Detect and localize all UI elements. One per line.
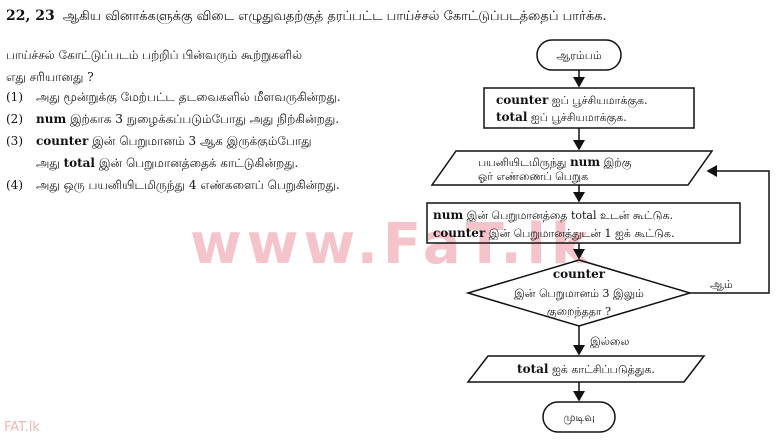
yes-label: ஆம் <box>710 278 733 291</box>
end-label: முடிவு <box>563 411 595 424</box>
watermark: www.FaT.lk <box>190 212 594 277</box>
end-terminator <box>542 401 616 433</box>
input-parallelogram <box>430 150 714 186</box>
option-3: (3) counter இன் பெறுமானம் 3 ஆக இருக்கும்ப… <box>6 134 312 150</box>
decision-line-1: counter <box>553 267 606 281</box>
option-number: (2) <box>6 112 23 126</box>
decision-line-2: இன் பெறுமானம் 3 இலும் <box>514 287 644 300</box>
no-label: இல்லை <box>590 335 629 348</box>
output-label: total ஐக் காட்சிப்படுத்துக. <box>517 362 655 376</box>
question-header: 22, 23 ஆகிய வினாக்களுக்கு விடை எழுதுவதற்க… <box>6 8 607 25</box>
option-text: இன் பெறுமானம் 3 ஆக இருக்கும்போது <box>88 134 312 148</box>
option-number: (1) <box>6 90 23 104</box>
option-number: (3) <box>6 134 23 148</box>
process-line-1: num இன் பெறுமானத்தை total உடன் கூட்டுக. <box>433 208 673 222</box>
option-keyword: num <box>36 112 67 126</box>
option-text: அது மூன்றுக்கு மேற்பட்ட தடவைகளில் மீளவரு… <box>36 90 341 104</box>
option-3-continuation: அது total இன் பெறுமானத்தைக் காட்டுகின்றத… <box>36 156 298 172</box>
question-line-2: எது சரியானது ? <box>6 70 94 84</box>
decision-line-3: குறைந்ததா ? <box>547 305 611 320</box>
option-number: (4) <box>6 178 23 192</box>
option-2: (2) num இற்காக 3 நுழைக்கப்படும்போது அது ந… <box>6 112 339 128</box>
option-keyword: counter <box>36 134 89 148</box>
option-keyword: total <box>63 156 95 170</box>
option-text: அது ஒரு பயனியிடமிருந்து 4 எண்களைப் பெறுக… <box>36 178 340 192</box>
input-line-1: பயனியிடமிருந்து num இற்கு <box>478 155 632 171</box>
input-line-2: ஓர் எண்ணைப் பெறுக <box>478 170 588 183</box>
output-parallelogram <box>466 355 706 383</box>
question-number: 22, 23 <box>6 8 55 24</box>
corner-watermark: FAT.lk <box>4 420 40 435</box>
start-label: ஆரம்பம் <box>556 49 602 62</box>
yes-loop-arrow <box>690 165 770 294</box>
init-line-1: counter ஐப் பூச்சியமாக்குக. <box>496 93 648 109</box>
header-text: ஆகிய வினாக்களுக்கு விடை எழுதுவதற்குத் தர… <box>62 9 607 24</box>
question-stem: பாய்ச்சல் கோட்டுப்படம் பற்றிப் பின்வரும்… <box>6 44 406 88</box>
option-text: இன் பெறுமானத்தைக் காட்டுகின்றது. <box>95 156 299 170</box>
accumulate-process-box <box>426 202 741 244</box>
option-1: (1) அது மூன்றுக்கு மேற்பட்ட தடவைகளில் மீள… <box>6 90 341 106</box>
init-line-2: total ஐப் பூச்சியமாக்குக. <box>496 110 627 126</box>
option-text: அது <box>36 156 64 170</box>
init-process-box <box>483 87 695 129</box>
option-text: இற்காக 3 நுழைக்கப்படும்போது அது நிற்கின்… <box>66 112 340 126</box>
process-line-2: counter இன் பெறுமானத்துடன் 1 ஐக் கூட்டுக… <box>433 226 674 240</box>
question-line-1: பாய்ச்சல் கோட்டுப்படம் பற்றிப் பின்வரும்… <box>6 48 303 62</box>
option-4: (4) அது ஒரு பயனியிடமிருந்து 4 எண்களைப் பெ… <box>6 178 340 194</box>
